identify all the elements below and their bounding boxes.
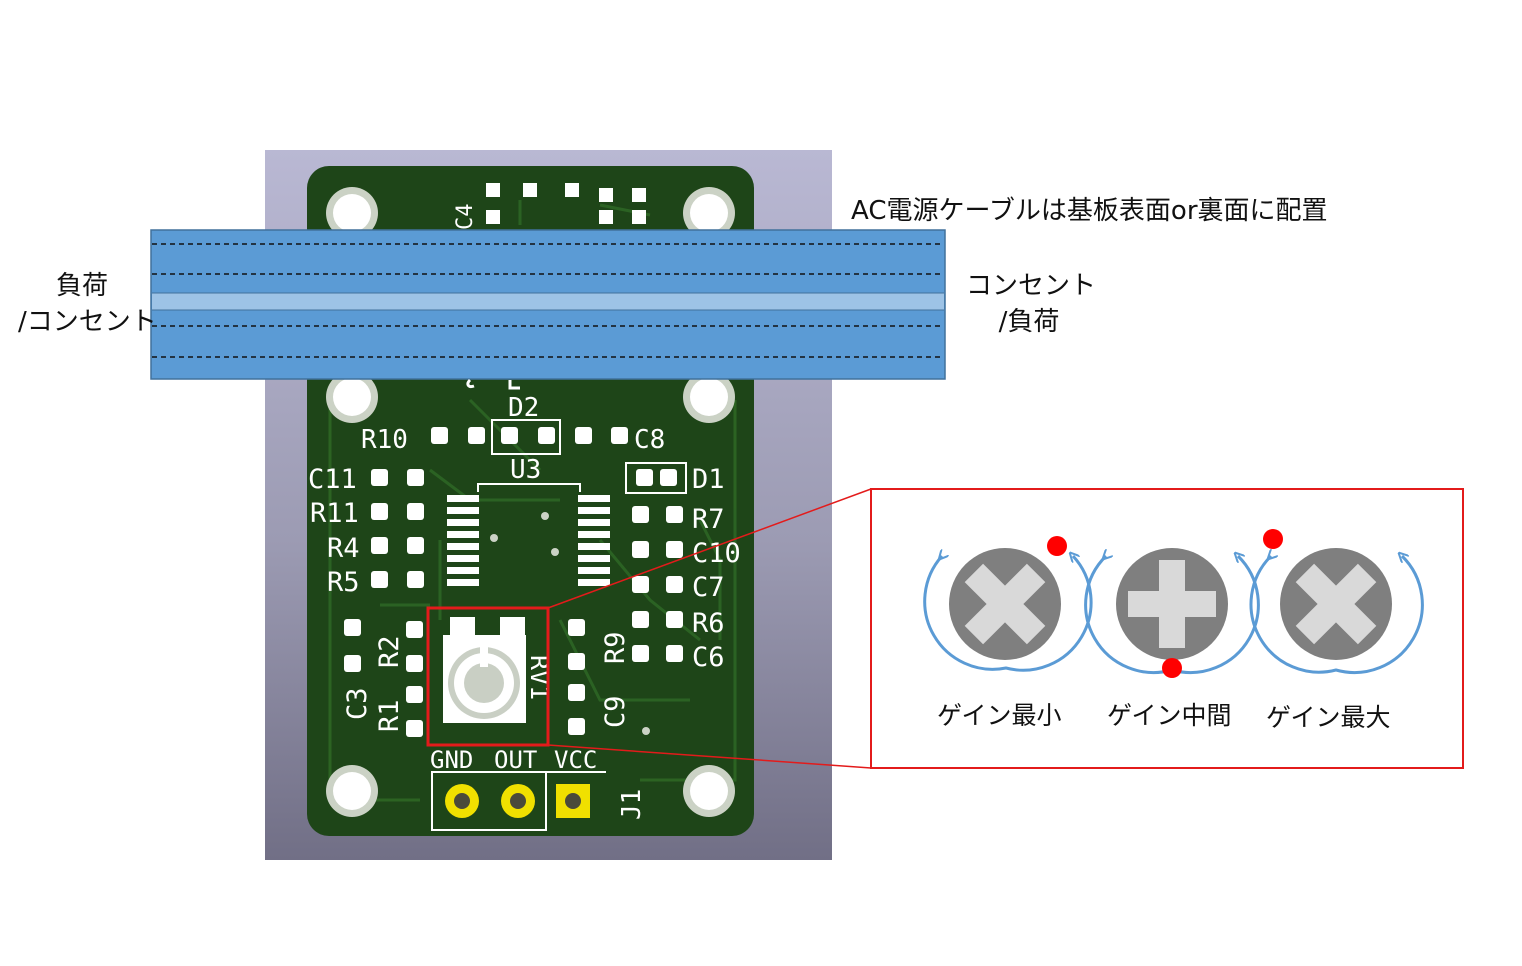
u3-pins-right <box>578 495 610 586</box>
via <box>642 727 650 735</box>
silk-r1: R1 <box>374 699 405 732</box>
silk-c3: C3 <box>342 687 373 720</box>
silk-r2: R2 <box>374 635 405 668</box>
silk-c7: C7 <box>692 572 725 603</box>
silk-r9: R9 <box>600 631 631 664</box>
rotation-arrow-icon <box>1249 556 1424 675</box>
right-end-line1: コンセント <box>966 271 1097 301</box>
silk-out: OUT <box>494 746 537 774</box>
silk-d2: D2 <box>508 393 539 423</box>
right-column-pads <box>632 506 683 662</box>
indicator-dot <box>1047 536 1067 556</box>
silk-r6: R6 <box>692 608 725 639</box>
knob-gain-max <box>1249 529 1424 675</box>
d1-pads <box>636 469 677 486</box>
top-pads <box>486 183 646 224</box>
rotation-arrow-icon <box>923 556 1093 672</box>
silk-c9: C9 <box>600 695 631 728</box>
silk-d2-outline <box>491 419 561 455</box>
via <box>541 512 549 520</box>
silk-r5: R5 <box>327 567 360 598</box>
callout-line-bottom <box>547 744 872 769</box>
silk-rv1: RV1 <box>525 655 554 700</box>
cable-placement-note: AC電源ケーブルは基板表面or裏面に配置 <box>851 196 1328 226</box>
left-column-pads <box>371 469 424 588</box>
silk-c11: C11 <box>308 464 357 495</box>
silk-r7: R7 <box>692 504 725 535</box>
silk-r4: R4 <box>327 533 360 564</box>
knob-gain-mid <box>1084 548 1260 678</box>
mounting-holes <box>326 187 735 817</box>
silk-d1: D1 <box>692 464 725 495</box>
lower-left-pads <box>344 619 585 737</box>
silk-vcc: VCC <box>554 746 597 774</box>
j1-pins <box>445 784 590 818</box>
silk-c4: C4 <box>453 204 478 231</box>
right-end-line2: /負荷 <box>998 307 1060 337</box>
indicator-dot <box>1162 658 1182 678</box>
callout-line-top <box>547 488 872 609</box>
left-end-line1: 負荷 <box>55 271 108 301</box>
left-end-line2: /コンセント <box>18 307 157 337</box>
pads-row-r10 <box>431 427 628 444</box>
rv1-potentiometer <box>443 617 526 723</box>
gain-min-label: ゲイン最小 <box>937 701 1062 730</box>
knob-gain-min <box>923 536 1093 672</box>
silk-u3: U3 <box>510 455 541 485</box>
via <box>490 534 498 542</box>
silk-c8: C8 <box>634 425 665 455</box>
right-end-label: コンセント /負荷 <box>966 268 1097 340</box>
rv1-highlight-box <box>426 606 550 747</box>
silk-r10: R10 <box>361 425 408 455</box>
ac-power-cable <box>150 229 946 380</box>
silk-gnd: GND <box>430 746 473 774</box>
silk-d1-outline <box>625 462 687 494</box>
silk-c10: C10 <box>692 538 741 569</box>
silk-j1-outline <box>431 771 606 831</box>
gain-mid-label: ゲイン中間 <box>1107 701 1232 730</box>
gain-max-label: ゲイン最大 <box>1266 703 1391 732</box>
indicator-dot <box>1263 529 1283 549</box>
u3-pins-left <box>447 495 479 586</box>
silk-u3-outline <box>477 483 581 492</box>
silk-c6: C6 <box>692 642 725 673</box>
silk-r11: R11 <box>310 498 359 529</box>
silk-j1: J1 <box>617 789 647 820</box>
left-end-label: 負荷 /コンセント <box>18 268 157 340</box>
via <box>551 548 559 556</box>
partial-silk-below-cable <box>466 378 520 390</box>
